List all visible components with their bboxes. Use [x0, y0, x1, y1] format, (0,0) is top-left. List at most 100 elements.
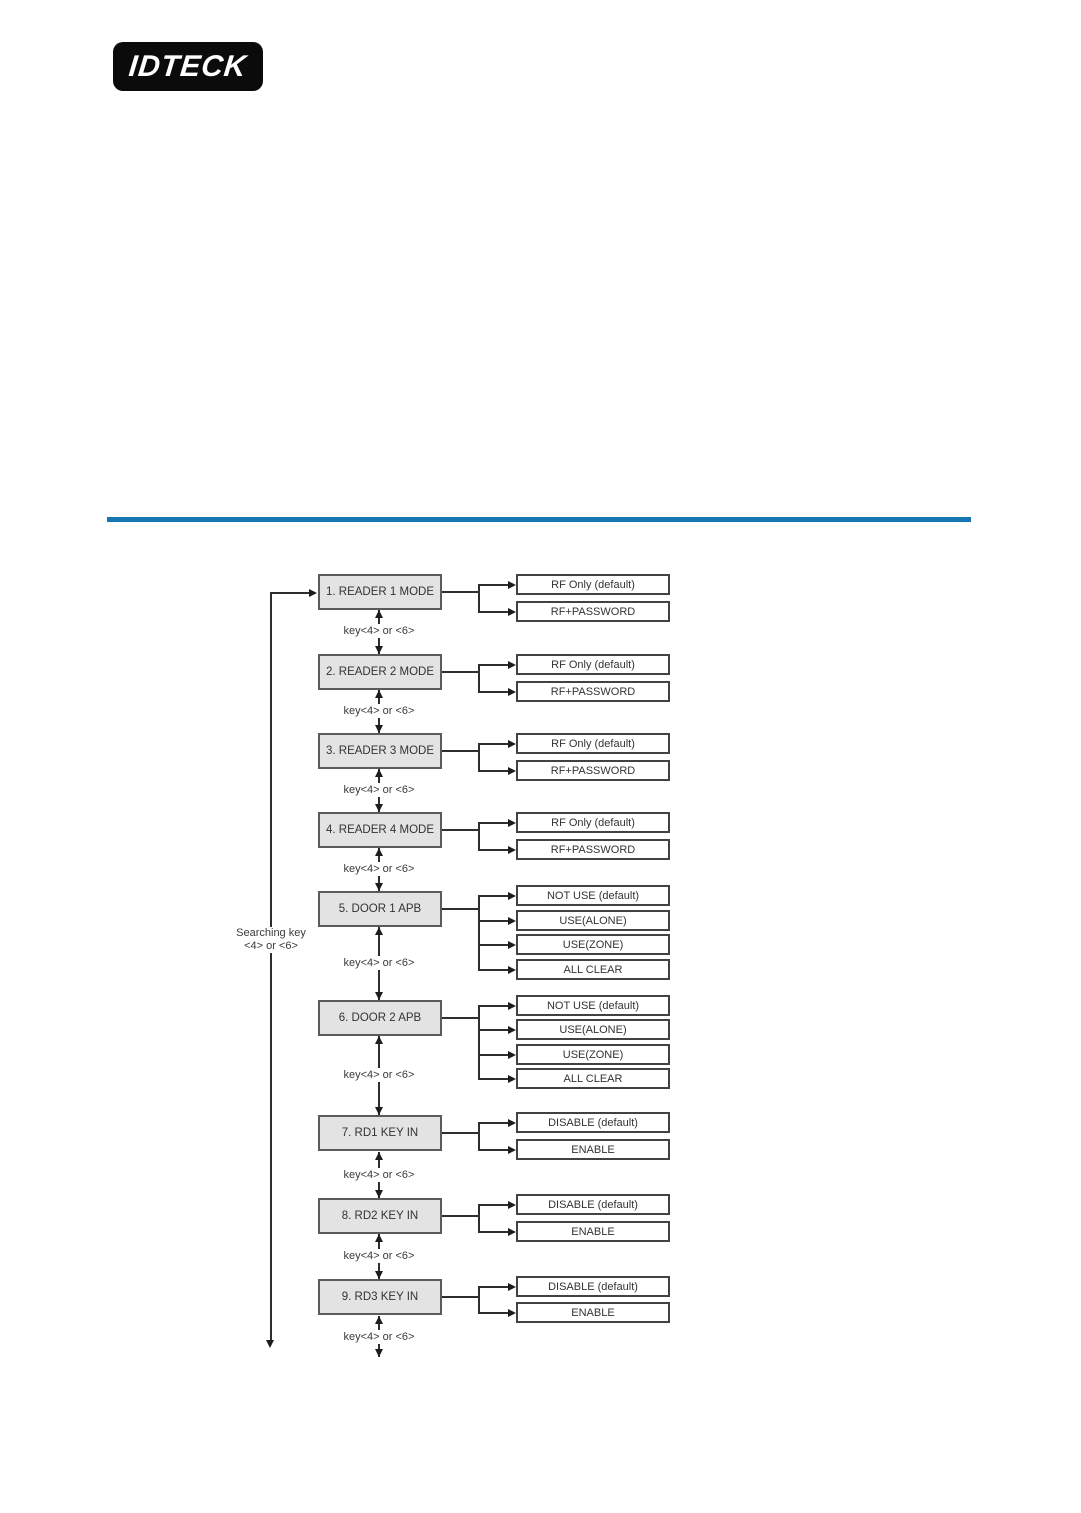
flow-option-box: DISABLE (default): [516, 1112, 670, 1133]
arrowhead-up-icon: [375, 848, 383, 856]
arrowhead-right-icon: [508, 1050, 516, 1059]
arrowhead-right-icon: [508, 1074, 516, 1083]
arrowhead-right-icon: [508, 580, 516, 589]
flow-option-connector: [480, 821, 508, 824]
arrowhead-down-icon: [375, 646, 383, 654]
flow-menu-box: 2. READER 2 MODE: [318, 654, 442, 690]
flow-option-box: RF Only (default): [516, 654, 670, 675]
arrowhead-right-icon: [508, 940, 516, 949]
arrowhead-right-icon: [508, 766, 516, 775]
flow-branch-line: [478, 583, 480, 613]
arrowhead-down-icon: [375, 1349, 383, 1357]
flow-option-box: RF+PASSWORD: [516, 839, 670, 860]
arrowhead-right-icon: [508, 1308, 516, 1317]
flow-branch-line: [478, 1203, 480, 1233]
flow-option-box: USE(ALONE): [516, 1019, 670, 1040]
key-step-label: key<4> or <6>: [341, 1330, 417, 1344]
flow-menu-connector: [442, 908, 480, 910]
flow-option-connector: [480, 894, 508, 897]
flow-branch-line: [478, 1004, 480, 1080]
arrowhead-right-icon: [508, 818, 516, 827]
flow-option-connector: [480, 1311, 508, 1314]
flow-option-box: RF+PASSWORD: [516, 760, 670, 781]
arrowhead-right-icon: [508, 739, 516, 748]
key-step-label: key<4> or <6>: [341, 783, 417, 797]
flow-option-connector: [480, 1203, 508, 1206]
arrowhead-down-icon: [375, 1190, 383, 1198]
flow-branch-line: [478, 1285, 480, 1314]
arrowhead-right-icon: [508, 1200, 516, 1209]
flow-option-box: RF Only (default): [516, 574, 670, 595]
key-step-label: key<4> or <6>: [341, 956, 417, 970]
flow-option-connector: [480, 610, 508, 613]
arrowhead-right-icon: [508, 1025, 516, 1034]
flow-option-box: USE(ZONE): [516, 1044, 670, 1065]
arrowhead-right-icon: [508, 1118, 516, 1127]
key-step-label: key<4> or <6>: [341, 862, 417, 876]
flow-option-box: RF+PASSWORD: [516, 601, 670, 622]
flow-option-box: USE(ZONE): [516, 934, 670, 955]
searching-key-label-line1: Searching key: [236, 927, 306, 939]
flow-option-box: ENABLE: [516, 1221, 670, 1242]
flow-menu-connector: [442, 671, 480, 673]
key-step-label: key<4> or <6>: [341, 1068, 417, 1082]
arrowhead-down-icon: [375, 1271, 383, 1279]
flow-option-box: RF+PASSWORD: [516, 681, 670, 702]
key-step-label: key<4> or <6>: [341, 704, 417, 718]
arrowhead-up-icon: [375, 610, 383, 618]
flow-option-connector: [480, 1230, 508, 1233]
arrowhead-down-icon: [375, 1107, 383, 1115]
arrowhead-down-icon: [375, 992, 383, 1000]
flow-branch-line: [478, 1121, 480, 1151]
flow-option-connector: [480, 919, 508, 922]
flow-branch-line: [478, 742, 480, 772]
flow-option-box: RF Only (default): [516, 733, 670, 754]
arrowhead-right-icon: [508, 891, 516, 900]
flow-menu-connector: [442, 750, 480, 752]
flow-option-box: USE(ALONE): [516, 910, 670, 931]
searching-key-label: Searching key <4> or <6>: [231, 927, 311, 953]
flow-option-connector: [480, 1285, 508, 1288]
flow-option-connector: [480, 1148, 508, 1151]
flow-option-box: ENABLE: [516, 1139, 670, 1160]
flow-option-box: NOT USE (default): [516, 995, 670, 1016]
arrowhead-up-icon: [375, 1316, 383, 1324]
arrowhead-right-icon: [508, 660, 516, 669]
flow-option-connector: [480, 1121, 508, 1124]
flow-option-box: ENABLE: [516, 1302, 670, 1323]
flow-option-box: DISABLE (default): [516, 1276, 670, 1297]
flow-branch-line: [478, 821, 480, 851]
arrowhead-down-icon: [266, 1340, 274, 1348]
arrowhead-right-icon: [508, 1282, 516, 1291]
flow-option-connector: [480, 663, 508, 666]
flow-option-box: ALL CLEAR: [516, 959, 670, 980]
arrowhead-up-icon: [375, 1234, 383, 1242]
flow-menu-connector: [442, 1017, 480, 1019]
flow-menu-connector: [442, 829, 480, 831]
key-step-label: key<4> or <6>: [341, 1168, 417, 1182]
flow-menu-box: 3. READER 3 MODE: [318, 733, 442, 769]
section-divider: [107, 517, 971, 522]
arrowhead-down-icon: [375, 725, 383, 733]
arrowhead-down-icon: [375, 804, 383, 812]
flow-menu-box: 5. DOOR 1 APB: [318, 891, 442, 927]
flow-branch-line: [478, 663, 480, 693]
flow-menu-box: 4. READER 4 MODE: [318, 812, 442, 848]
arrowhead-right-icon: [508, 1001, 516, 1010]
flow-option-connector: [480, 1004, 508, 1007]
flow-option-connector: [480, 968, 508, 971]
flow-option-box: ALL CLEAR: [516, 1068, 670, 1089]
arrowhead-up-icon: [375, 927, 383, 935]
arrowhead-up-icon: [375, 769, 383, 777]
flow-option-box: RF Only (default): [516, 812, 670, 833]
flow-option-box: NOT USE (default): [516, 885, 670, 906]
arrowhead-up-icon: [375, 1152, 383, 1160]
arrowhead-right-icon: [508, 965, 516, 974]
arrowhead-right-icon: [508, 687, 516, 696]
searching-key-label-line2: <4> or <6>: [244, 940, 298, 952]
flow-menu-box: 9. RD3 KEY IN: [318, 1279, 442, 1315]
flow-option-connector: [480, 848, 508, 851]
flow-menu-box: 1. READER 1 MODE: [318, 574, 442, 610]
searching-rail-connector: [270, 592, 310, 594]
